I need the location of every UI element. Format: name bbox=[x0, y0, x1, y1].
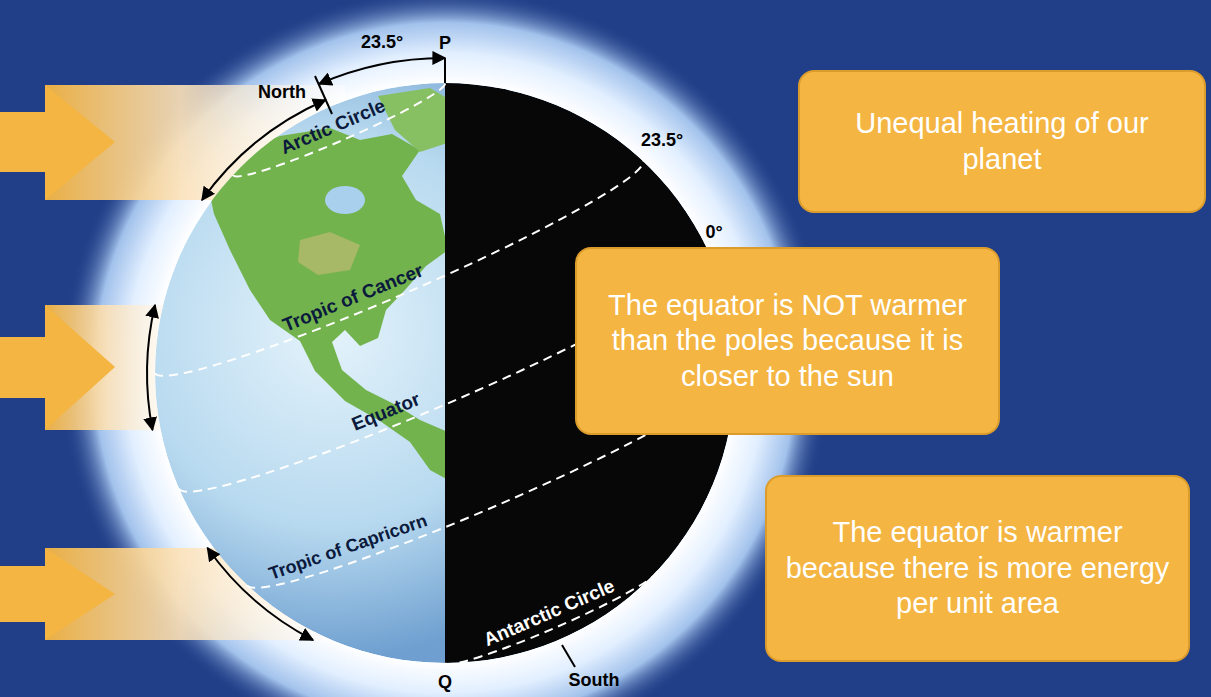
vertical-line bbox=[444, 58, 446, 83]
sun-arrow bbox=[0, 305, 115, 430]
sun-arrow bbox=[0, 85, 115, 200]
spread-bracket bbox=[202, 100, 326, 200]
angle-label: 23.5° bbox=[361, 32, 403, 53]
callout-text: Unequal heating of our planet bbox=[818, 106, 1186, 177]
callout-box: The equator is NOT warmer than the poles… bbox=[575, 247, 1000, 435]
callout-box: The equator is warmer because there is m… bbox=[765, 475, 1190, 662]
north-america bbox=[205, 128, 445, 480]
hudson-bay bbox=[325, 186, 365, 214]
callout-text: The equator is NOT warmer than the poles… bbox=[595, 288, 980, 394]
pole-label: South bbox=[569, 670, 620, 691]
point-label: P bbox=[439, 33, 451, 54]
pole-label: North bbox=[258, 82, 306, 103]
sun-arrow bbox=[0, 548, 115, 640]
angle-label: 0° bbox=[705, 222, 722, 243]
callout-box: Unequal heating of our planet bbox=[798, 70, 1206, 213]
callout-text: The equator is warmer because there is m… bbox=[785, 515, 1170, 621]
land-relief bbox=[298, 232, 360, 275]
leader-line bbox=[562, 645, 575, 667]
spread-bracket bbox=[147, 305, 155, 430]
point-label: Q bbox=[438, 672, 452, 693]
antarctic-circle-line bbox=[445, 571, 662, 674]
angle-arc bbox=[319, 58, 445, 84]
angle-label: 23.5° bbox=[641, 130, 683, 151]
